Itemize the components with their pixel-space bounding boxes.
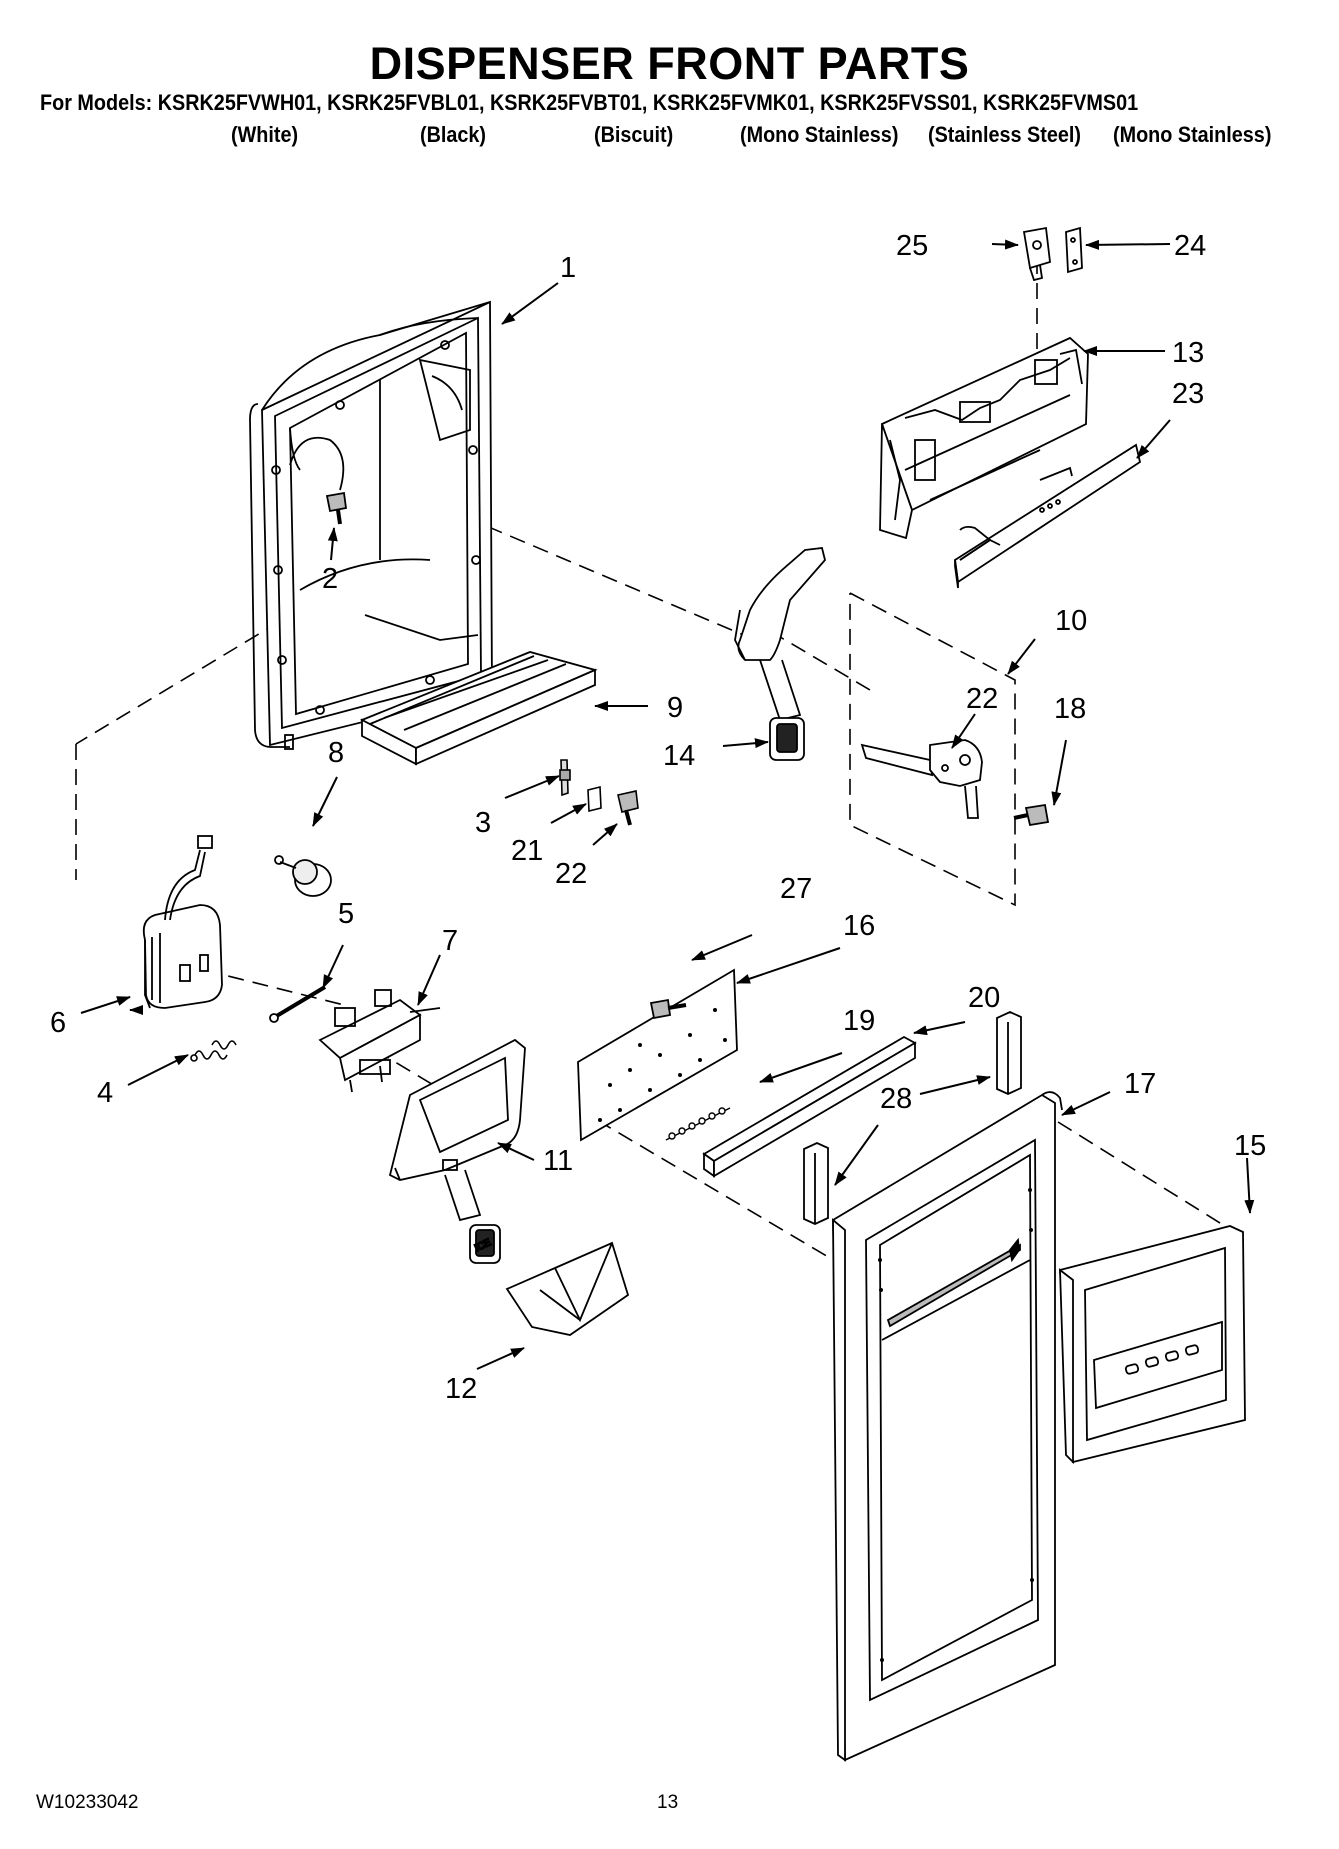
part-12-chute — [505, 1241, 630, 1336]
part-19-leds — [665, 1107, 731, 1141]
callout-9: 9 — [667, 692, 683, 724]
callout-18: 18 — [1054, 693, 1086, 725]
part-2-screw — [325, 491, 348, 525]
part-7-actuator — [318, 989, 441, 1093]
part-9-tray — [359, 651, 598, 766]
callout-22-lower: 22 — [555, 858, 587, 890]
part-27-screw — [649, 998, 687, 1020]
part-4-spring — [190, 1040, 237, 1062]
part-3-21-22-small — [559, 759, 639, 826]
part-23-strip — [954, 443, 1142, 589]
part-11-paddle: ICE — [388, 1038, 526, 1264]
callout-16: 16 — [843, 910, 875, 942]
part-5-rod — [269, 985, 327, 1023]
part-18-screw — [1013, 803, 1050, 827]
page-number: 13 — [657, 1792, 679, 1813]
part-24-25 — [1022, 226, 1083, 282]
part-16-board — [577, 968, 738, 1142]
model-list: For Models: KSRK25FVWH01, KSRK25FVBL01, … — [40, 90, 1139, 115]
callout-3: 3 — [475, 807, 491, 839]
callout-22-upper: 22 — [966, 683, 998, 715]
callout-15: 15 — [1234, 1130, 1266, 1162]
callout-12: 12 — [445, 1373, 477, 1405]
callout-4: 4 — [97, 1077, 113, 1109]
callout-14: 14 — [663, 740, 695, 772]
color-stainless-steel: (Stainless Steel) — [928, 122, 1081, 147]
page-title: DISPENSER FRONT PARTS — [369, 38, 970, 89]
part-6-control — [142, 835, 223, 1009]
part-8-solenoid — [274, 855, 332, 897]
callout-1: 1 — [560, 252, 576, 284]
callout-2: 2 — [322, 563, 338, 595]
part-28-blocks — [803, 1011, 1022, 1225]
leader-arrows — [80, 239, 1255, 1370]
callout-20: 20 — [968, 982, 1000, 1014]
part-14-paddle — [734, 547, 826, 761]
callout-23: 23 — [1172, 378, 1204, 410]
callout-21: 21 — [511, 835, 543, 867]
callout-13: 13 — [1172, 337, 1204, 369]
callout-8: 8 — [328, 737, 344, 769]
color-biscuit: (Biscuit) — [594, 122, 674, 147]
callout-17: 17 — [1124, 1068, 1156, 1100]
callout-6: 6 — [50, 1007, 66, 1039]
doc-number: W10233042 — [36, 1792, 139, 1813]
callout-25: 25 — [896, 230, 928, 262]
callout-24: 24 — [1174, 230, 1206, 262]
callout-27: 27 — [780, 873, 812, 905]
part-17-panel — [832, 1091, 1063, 1762]
part-13-module — [879, 336, 1089, 540]
model-colors: (White) (Black) (Biscuit) (Mono Stainles… — [0, 122, 1339, 152]
callout-5: 5 — [338, 898, 354, 930]
callout-7: 7 — [442, 925, 458, 957]
callout-10: 10 — [1055, 605, 1087, 637]
part-15-cover — [1059, 1225, 1246, 1465]
part-22-lever — [860, 739, 983, 819]
color-mono-stainless-1: (Mono Stainless) — [740, 122, 899, 147]
color-white: (White) — [231, 122, 299, 147]
callout-11: 11 — [543, 1145, 573, 1177]
color-black: (Black) — [420, 122, 487, 147]
part-20-bar — [702, 1035, 917, 1178]
color-mono-stainless-2: (Mono Stainless) — [1113, 122, 1272, 147]
callout-28: 28 — [880, 1083, 912, 1115]
callout-labels: 1 2 3 4 5 6 7 8 9 10 11 12 13 14 15 16 1… — [50, 230, 1266, 1405]
callout-19: 19 — [843, 1005, 875, 1037]
